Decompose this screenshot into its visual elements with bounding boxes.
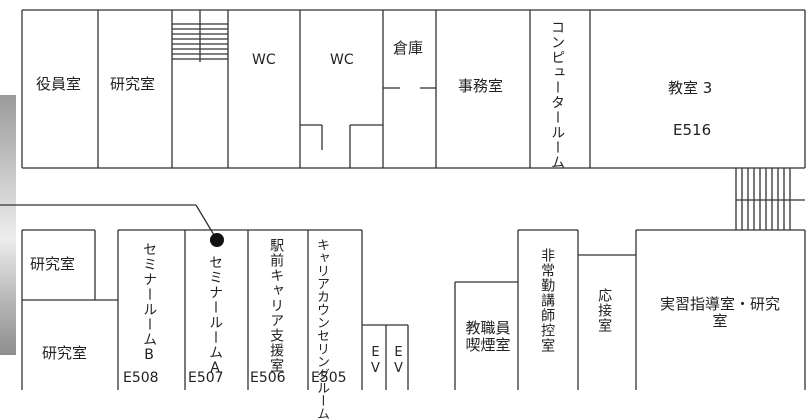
side-photo bbox=[0, 95, 16, 355]
room-wc1: WC bbox=[252, 52, 276, 68]
room-seminar-a: セミナールームA bbox=[207, 255, 224, 377]
room-seminar-b: セミナールームB bbox=[141, 242, 158, 364]
room-number-e505: E505 bbox=[311, 370, 347, 386]
room-career: キャリアカウンセリングルーム bbox=[313, 238, 329, 420]
room-kenkyu-mid: 研究室 bbox=[30, 255, 76, 273]
room-number-e506: E506 bbox=[250, 370, 286, 386]
room-e516: E516 bbox=[673, 121, 712, 139]
room-jimu: 事務室 bbox=[458, 77, 504, 95]
room-ekimae: 駅前キャリア支援室 bbox=[268, 238, 285, 373]
room-number-e507: E507 bbox=[188, 370, 224, 386]
room-osetsu: 応接室 bbox=[596, 288, 613, 333]
room-wc2: WC bbox=[330, 52, 354, 68]
room-jisshu: 実習指導室・研究室 bbox=[660, 295, 781, 331]
current-location-marker bbox=[210, 233, 224, 247]
room-kyoshitsu3: 教室 3 bbox=[668, 79, 713, 97]
room-smoking: 教職員喫煙室 bbox=[465, 319, 511, 355]
room-kenkyu-bottom: 研究室 bbox=[42, 344, 88, 362]
room-hijokin: 非常勤講師控室 bbox=[539, 248, 556, 353]
room-computer: コンピュータールーム bbox=[549, 20, 566, 170]
room-number-e508: E508 bbox=[123, 370, 159, 386]
room-ev2: EV bbox=[390, 345, 406, 377]
room-souko: 倉庫 bbox=[393, 39, 424, 57]
room-yakuin: 役員室 bbox=[36, 75, 82, 93]
room-ev1: EV bbox=[367, 345, 383, 377]
room-kenkyu-top: 研究室 bbox=[110, 75, 156, 93]
floor-plan bbox=[0, 9, 806, 390]
